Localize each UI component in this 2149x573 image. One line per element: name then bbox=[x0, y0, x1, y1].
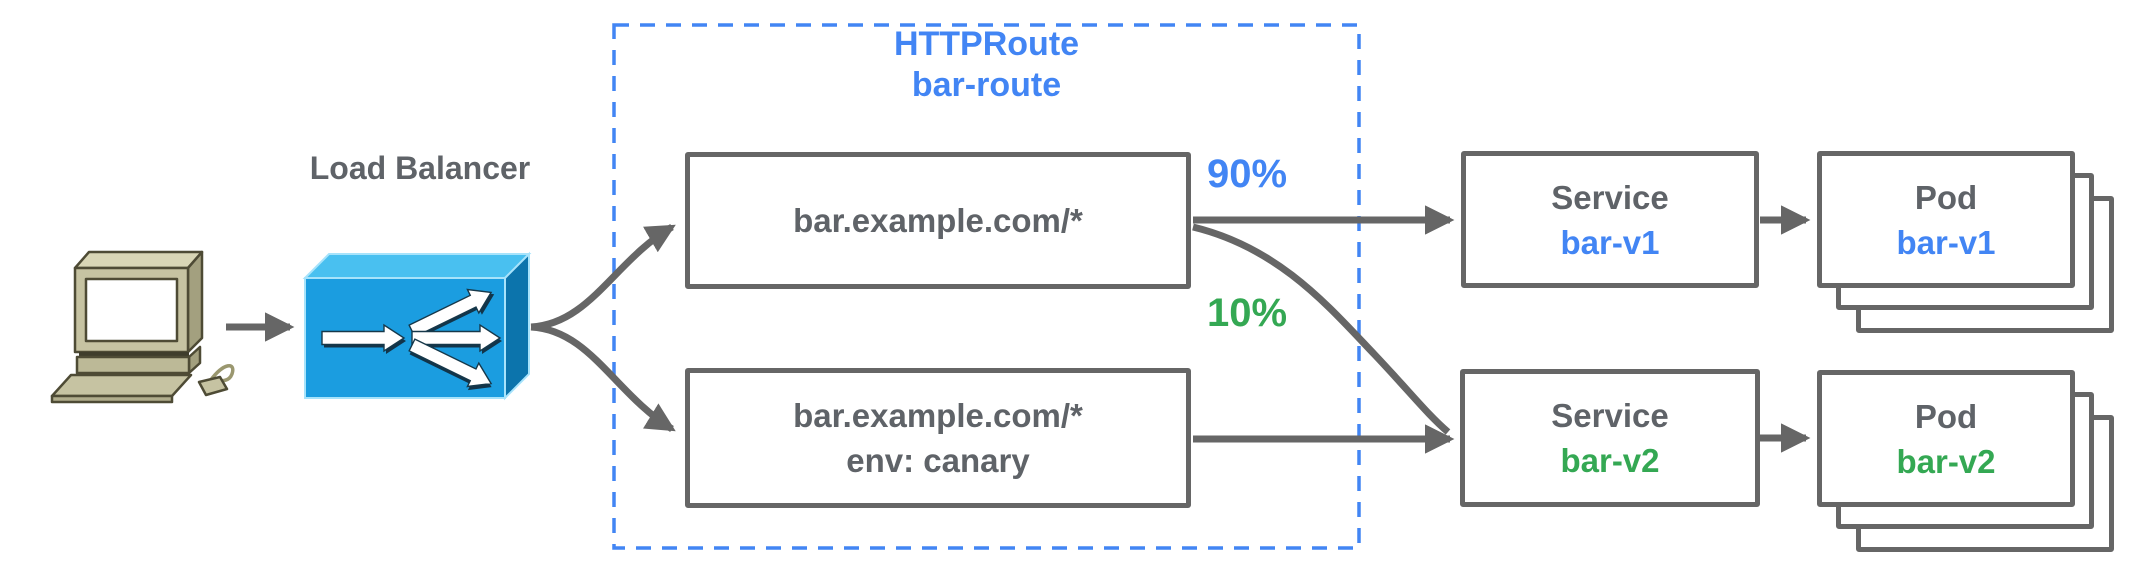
load-balancer-icon bbox=[302, 251, 532, 401]
pod-box-bar-v1: Pod bar-v1 bbox=[1817, 151, 2075, 288]
arrow-route1-to-service2-10pct bbox=[1192, 223, 1451, 435]
service-box-bar-v1: Service bar-v1 bbox=[1461, 151, 1759, 288]
load-balancer-label: Load Balancer bbox=[309, 150, 531, 186]
lb-fan-arrow-down bbox=[408, 338, 493, 391]
httproute-title: HTTPRoute bar-route bbox=[614, 24, 1359, 106]
traffic-weight-10: 10% bbox=[1207, 291, 1288, 335]
traffic-weight-90: 90% bbox=[1207, 152, 1288, 196]
route-rule-box-1: bar.example.com/* bbox=[685, 152, 1191, 289]
pod-1-name: bar-v1 bbox=[1896, 223, 1996, 261]
service-2-kind: Service bbox=[1551, 397, 1669, 434]
pod-1-kind: Pod bbox=[1914, 178, 1978, 216]
desktop-computer-icon bbox=[50, 250, 235, 404]
service-1-kind: Service bbox=[1551, 178, 1669, 216]
service-box-bar-v2: Service bar-v2 bbox=[1460, 369, 1760, 507]
pod-box-bar-v2: Pod bar-v2 bbox=[1817, 370, 2075, 507]
service-2-name: bar-v2 bbox=[1560, 442, 1660, 479]
httproute-kind-label: HTTPRoute bbox=[893, 25, 1080, 63]
route-rule-2-header: env: canary bbox=[846, 442, 1030, 479]
route-rule-1-match: bar.example.com/* bbox=[793, 202, 1083, 239]
httproute-dashed-boundary bbox=[612, 23, 1361, 550]
arrow-lb-to-route1 bbox=[530, 223, 676, 331]
route-rule-box-2: bar.example.com/* env: canary bbox=[685, 368, 1191, 508]
lb-entry-arrow bbox=[321, 323, 406, 354]
httproute-name-label: bar-route bbox=[911, 66, 1062, 104]
pod-stack-bar-v2: Pod bar-v2 bbox=[1817, 370, 2149, 573]
route-rule-2-match: bar.example.com/* bbox=[793, 397, 1083, 434]
pod-2-name: bar-v2 bbox=[1896, 442, 1996, 480]
arrow-lb-to-route2 bbox=[530, 323, 676, 432]
pod-2-kind: Pod bbox=[1914, 397, 1978, 435]
service-1-name: bar-v1 bbox=[1560, 223, 1660, 261]
pod-stack-bar-v1: Pod bar-v1 bbox=[1817, 151, 2149, 381]
